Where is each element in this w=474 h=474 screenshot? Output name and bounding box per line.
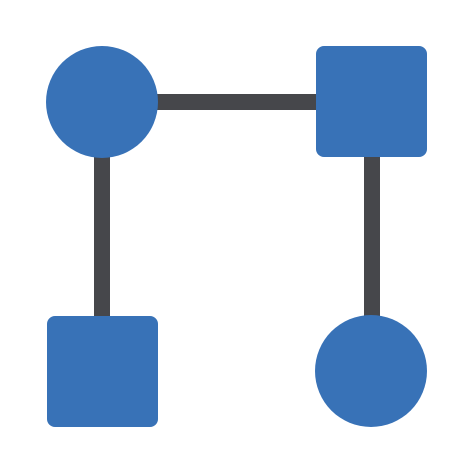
square-node-bottom-left <box>47 316 158 427</box>
connector-top-horizontal <box>150 94 325 110</box>
circle-node-top-left <box>46 46 158 158</box>
square-node-top-right <box>316 46 427 157</box>
circle-node-bottom-right <box>315 315 427 427</box>
connector-left-vertical <box>94 150 110 325</box>
connector-right-vertical <box>364 150 380 325</box>
